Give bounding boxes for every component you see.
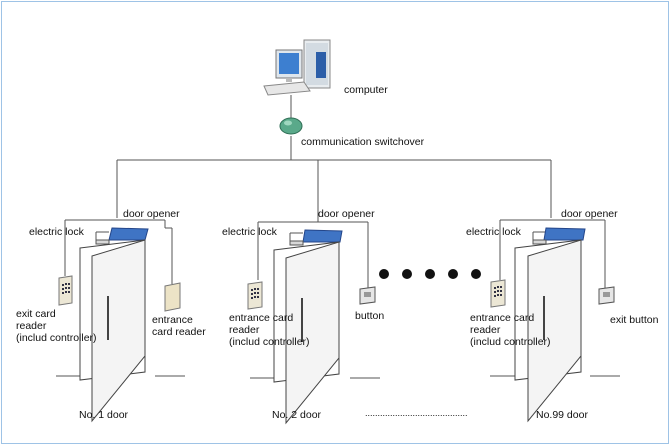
door-1 bbox=[58, 227, 181, 423]
label-door-opener-99: door opener bbox=[561, 208, 618, 220]
network-wiring bbox=[56, 95, 620, 379]
door-99 bbox=[490, 227, 615, 423]
card-reader-icon bbox=[164, 282, 181, 312]
switchover-icon bbox=[279, 117, 303, 135]
label-exit-button: exit button bbox=[610, 314, 659, 326]
door-2 bbox=[247, 229, 376, 425]
door-opener-icon bbox=[543, 227, 586, 241]
more-doors-dots bbox=[379, 269, 481, 279]
label-computer: computer bbox=[344, 84, 388, 96]
caption-door-99: No.99 door bbox=[536, 409, 588, 421]
computer-icon bbox=[263, 39, 331, 96]
label-entrance-reader-2: entrance card reader (includ controller) bbox=[229, 312, 310, 348]
card-reader-icon bbox=[58, 275, 73, 306]
caption-ellipsis: ........................................… bbox=[365, 408, 468, 418]
door-opener-icon bbox=[108, 227, 149, 241]
caption-door-1: No. 1 door bbox=[79, 409, 129, 421]
label-electric-lock-99: electric lock bbox=[466, 226, 521, 238]
label-entrance-reader-99: entrance card reader (includ controller) bbox=[470, 312, 551, 348]
card-reader-icon bbox=[247, 281, 263, 310]
label-electric-lock-2: electric lock bbox=[222, 226, 277, 238]
label-electric-lock-1: electric lock bbox=[29, 226, 84, 238]
label-entrance-reader-1: entrance card reader bbox=[152, 314, 206, 338]
door-opener-icon bbox=[302, 229, 343, 243]
label-door-opener-2: door opener bbox=[318, 208, 375, 220]
caption-door-2: No. 2 door bbox=[272, 409, 322, 421]
label-button: button bbox=[355, 310, 385, 322]
label-door-opener-1: door opener bbox=[123, 208, 180, 220]
label-exit-reader-1: exit card reader (includ controller) bbox=[16, 308, 97, 344]
label-switchover: communication switchover bbox=[301, 136, 425, 148]
card-reader-icon bbox=[490, 279, 506, 308]
